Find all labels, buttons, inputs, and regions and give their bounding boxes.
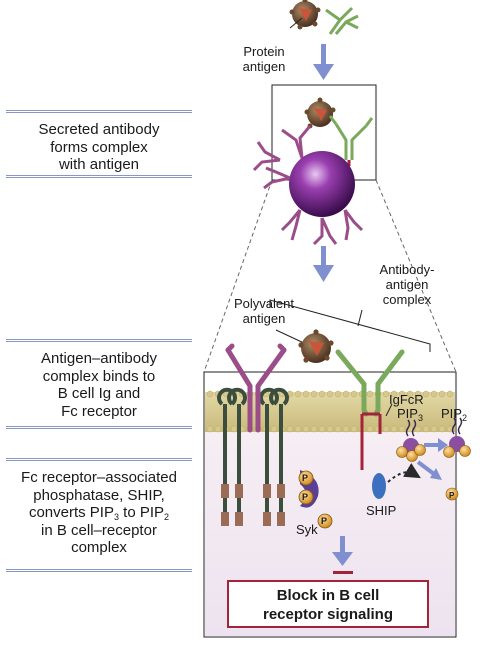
result-box: Block in B cell receptor signaling: [227, 580, 429, 628]
pip2-molecule-icon: [443, 417, 471, 458]
expansion-line-left: [203, 179, 273, 373]
protein-antigen-line-1: Protein: [243, 44, 285, 59]
protein-antigen-label: Protein antigen: [234, 44, 294, 74]
result-line-1: Block in B cell: [276, 587, 380, 604]
syk-label: Syk: [296, 522, 318, 537]
b-cell-icon: [289, 151, 355, 217]
ig-alpha-beta-left: [217, 387, 247, 526]
down-arrow-3: [332, 536, 353, 574]
step-3-line-4: in B cell–receptor: [41, 521, 157, 539]
step-2-line-4: Fc receptor: [61, 402, 137, 420]
inset-antigen-icon: [304, 97, 336, 129]
step-3-box: Fc receptor–associated phosphatase, SHIP…: [6, 458, 192, 572]
down-arrow-2: [313, 246, 334, 282]
step-3-pip3-text: converts PIP: [28, 504, 114, 521]
igfcr-label: IgFcR: [389, 392, 424, 407]
syk-phosphates: [298, 470, 333, 529]
polyvalent-line-2: antigen: [242, 311, 286, 326]
result-line-2: receptor signaling: [262, 606, 394, 623]
complex-line-3: complex: [382, 292, 432, 307]
step-1-line-3: with antigen: [58, 156, 140, 173]
complex-pointer: [357, 309, 363, 327]
antibody-antigen-complex-label: Antibody- antigen complex: [362, 262, 452, 307]
syk-phosphate-3-label: P: [321, 516, 328, 526]
ship-icon: [372, 473, 386, 499]
top-antibody-icon: [325, 6, 359, 35]
step-1-line-1: Secreted antibody: [38, 121, 160, 138]
pip3-text: PIP: [397, 406, 418, 421]
step-3-pip3-sub: 3: [113, 512, 119, 522]
pip3-molecule-icon: [396, 419, 426, 462]
pip3-sub: 3: [417, 413, 423, 423]
step-3-line-5: complex: [71, 539, 127, 556]
b-cell-lower-receptors: [263, 166, 364, 246]
step-3-line-1: Fc receptor–associated: [21, 469, 177, 486]
step-3-pip2-sub: 2: [164, 512, 170, 522]
protein-antigen-line-2: antigen: [242, 59, 286, 74]
step-2-line-1: Antigen–antibody: [41, 350, 157, 367]
polyvalent-pointer: [275, 329, 307, 345]
step-2-line-3: B cell Ig and: [57, 385, 141, 402]
protein-antigen-pointer: [289, 17, 303, 29]
complex-bracket: [269, 299, 431, 352]
pip-conversion-arrow: [424, 438, 448, 452]
step-3-to-pip2-text: to PIP: [123, 504, 165, 521]
down-arrow-1: [313, 44, 334, 80]
step-1-line-2: forms complex: [50, 138, 148, 156]
ig-alpha-beta-right: [259, 387, 289, 526]
step-3-line-2: phosphatase, SHIP,: [33, 486, 165, 504]
polyvalent-antigen-label: Polyvalent antigen: [224, 296, 304, 326]
membrane-panel: [203, 371, 457, 638]
step-3-line-3: converts PIP3 to PIP2: [6, 504, 192, 522]
ship-label: SHIP: [366, 503, 397, 518]
complex-line-2: antigen: [385, 277, 429, 292]
pip2-text: PIP: [441, 406, 462, 421]
igfcr-pointer: [385, 403, 393, 417]
igfcr-icon: [360, 412, 382, 470]
released-phosphate-arrow: [416, 460, 442, 480]
step-2-line-2: complex binds to: [42, 367, 156, 385]
syk-phosphate-2-label: P: [302, 492, 309, 502]
pip2-sub: 2: [461, 413, 467, 423]
b-cell-receptor-icon: [225, 343, 287, 433]
step-2-box: Antigen–antibody complex binds to B cell…: [6, 339, 192, 429]
complex-line-1: Antibody-: [379, 262, 435, 277]
released-phosphate-label: P: [449, 491, 455, 500]
step-1-box: Secreted antibody forms complex with ant…: [6, 110, 192, 178]
pip2-label: PIP2: [441, 406, 467, 423]
pip3-label: PIP3: [397, 406, 423, 423]
polyvalent-line-1: Polyvalent: [234, 296, 294, 311]
released-phosphate-icon: [445, 487, 459, 501]
syk-phosphate-1-label: P: [302, 473, 309, 483]
inset-green-antibody-icon: [328, 115, 374, 160]
polyvalent-antigen-icon: [298, 329, 334, 363]
inset-bcr-icon: [252, 125, 312, 172]
